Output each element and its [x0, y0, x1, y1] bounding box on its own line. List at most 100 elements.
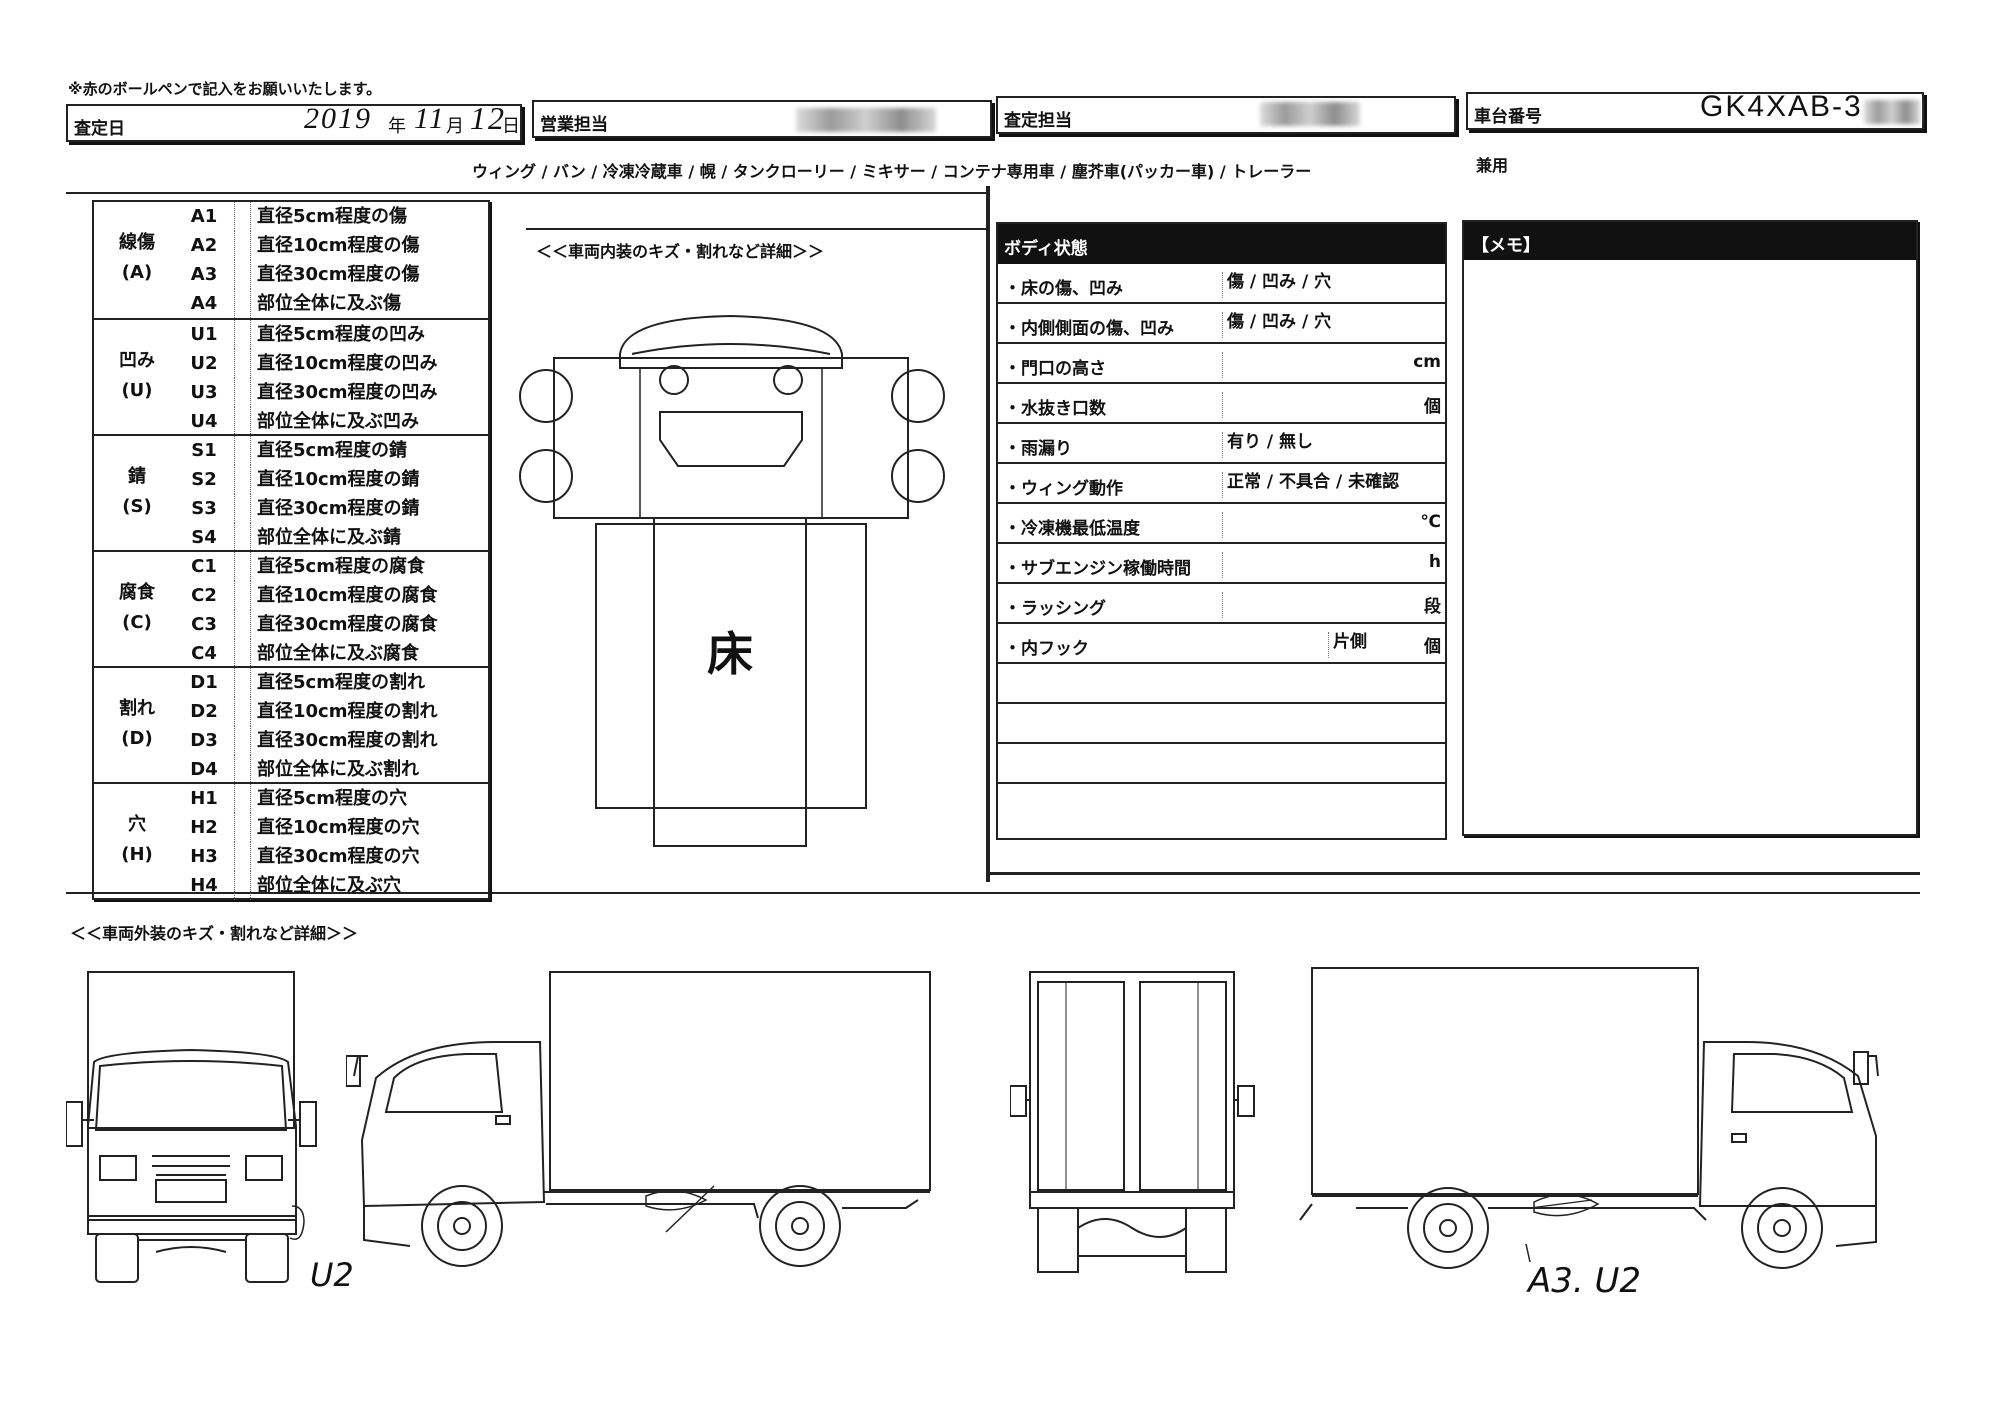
code-desc: 部位全体に及ぶ錆 — [250, 523, 507, 552]
category-name: 錆 — [128, 466, 146, 487]
code-desc: 直径10cm程度の割れ — [250, 697, 507, 726]
code-desc: 直径10cm程度の錆 — [250, 465, 507, 494]
code: S4 — [174, 523, 235, 552]
code-desc: 直径10cm程度の傷 — [250, 231, 507, 260]
status-options[interactable]: 片側 — [1328, 632, 1367, 658]
code-desc: 直径5cm程度の穴 — [250, 784, 507, 813]
category-letter: (S) — [122, 496, 152, 517]
code: H2 — [174, 813, 235, 842]
category-letter: (U) — [121, 380, 153, 401]
redacted-sales-name — [796, 108, 936, 132]
category-letter: (D) — [121, 728, 153, 749]
code: D4 — [174, 755, 235, 784]
blank-row[interactable] — [998, 664, 1445, 704]
assess-day[interactable]: 12 — [470, 100, 506, 136]
code: U3 — [174, 378, 235, 407]
status-options[interactable]: 正常 / 不具合 / 未確認 — [1222, 472, 1399, 498]
status-options[interactable] — [1222, 512, 1227, 538]
blank-row[interactable] — [998, 784, 1445, 822]
code-desc: 直径5cm程度の腐食 — [250, 552, 507, 581]
status-label: ・内フック — [1004, 639, 1089, 659]
code: A2 — [174, 231, 235, 260]
status-label: ・サブエンジン稼働時間 — [1004, 559, 1191, 579]
main-right-border — [986, 186, 990, 882]
code: C4 — [174, 639, 235, 668]
category-name: 割れ — [119, 698, 155, 719]
status-row[interactable]: ・内側側面の傷、凹み傷 / 凹み / 穴 — [998, 304, 1445, 344]
interior-title-line — [526, 228, 986, 230]
section-divider — [66, 892, 1920, 894]
status-unit: cm — [1413, 352, 1441, 372]
code: D1 — [174, 668, 235, 697]
memo-header: 【メモ】 — [1464, 222, 1916, 260]
exterior-title: ＜＜車両外装のキズ・割れなど詳細＞＞ — [70, 924, 359, 943]
status-options[interactable] — [1222, 592, 1227, 618]
code-desc: 直径10cm程度の腐食 — [250, 581, 507, 610]
instruction-note: ※赤のボールペンで記入をお願いいたします。 — [68, 80, 382, 98]
redacted-assessor-name — [1260, 102, 1360, 126]
status-row[interactable]: ・サブエンジン稼働時間 h — [998, 544, 1445, 584]
body-type-list: ウィング / バン / 冷凍冷蔵車 / 幌 / タンクローリー / ミキサー /… — [472, 162, 1312, 181]
category-letter: (C) — [122, 612, 152, 633]
assessor-box: 査定担当 — [996, 96, 1456, 134]
code-desc: 直径5cm程度の傷 — [250, 202, 507, 231]
code-desc: 直径30cm程度の腐食 — [250, 610, 507, 639]
code-desc: 直径10cm程度の穴 — [250, 813, 507, 842]
month-unit: 月 — [446, 116, 464, 137]
truck-right-side-view[interactable]: A3. U2 — [1296, 960, 1916, 1300]
status-options[interactable]: 傷 / 凹み / 穴 — [1222, 312, 1331, 338]
blank-row[interactable] — [998, 744, 1445, 784]
status-unit: ℃ — [1420, 512, 1441, 532]
status-unit: h — [1428, 552, 1441, 572]
code: S1 — [174, 436, 235, 465]
side-damage-note: A3. U2 — [1526, 1261, 1641, 1300]
code: A4 — [174, 289, 235, 318]
assess-month[interactable]: 11 — [414, 102, 446, 135]
status-options[interactable]: 有り / 無し — [1222, 432, 1313, 458]
memo-panel[interactable]: 【メモ】 — [1462, 220, 1918, 836]
status-options[interactable] — [1222, 392, 1227, 418]
code-desc: 部位全体に及ぶ凹み — [250, 407, 507, 436]
code-desc: 直径5cm程度の割れ — [250, 668, 507, 697]
day-unit: 日 — [502, 116, 520, 137]
front-damage-note: U2 — [310, 1256, 354, 1294]
status-options[interactable] — [1222, 552, 1227, 578]
vehicle-number-value[interactable]: GK4XAB-3 — [1700, 90, 1863, 123]
status-label: ・雨漏り — [1004, 439, 1072, 459]
code: S2 — [174, 465, 235, 494]
status-row[interactable]: ・冷凍機最低温度℃ — [998, 504, 1445, 544]
memo-title: 【メモ】 — [1472, 236, 1540, 256]
status-options[interactable] — [1222, 352, 1227, 378]
code-desc: 直径30cm程度の割れ — [250, 726, 507, 755]
truck-left-side-view[interactable] — [346, 960, 946, 1290]
blank-row[interactable] — [998, 704, 1445, 744]
category-name: 腐食 — [119, 582, 155, 603]
code-desc: 直径10cm程度の凹み — [250, 349, 507, 378]
code-desc: 部位全体に及ぶ腐食 — [250, 639, 507, 668]
code-desc: 直径30cm程度の錆 — [250, 494, 507, 523]
assess-year[interactable]: 2019 — [304, 102, 372, 135]
status-row[interactable]: ・水抜き口数個 — [998, 384, 1445, 424]
body-type-extra: 兼用 — [1476, 156, 1509, 175]
truck-rear-view[interactable] — [1010, 960, 1260, 1290]
vehicle-number-label: 車台番号 — [1474, 107, 1542, 127]
interior-title: ＜＜車両内装のキズ・割れなど詳細＞＞ — [536, 242, 825, 261]
status-options[interactable]: 傷 / 凹み / 穴 — [1222, 272, 1331, 298]
code-desc: 直径5cm程度の錆 — [250, 436, 507, 465]
truck-front-view[interactable]: U2 — [66, 960, 366, 1300]
status-row[interactable]: ・雨漏り 有り / 無し — [998, 424, 1445, 464]
code: A1 — [174, 202, 235, 231]
status-row[interactable]: ・ラッシング段 — [998, 584, 1445, 624]
assess-date-box: 査定日 2019 年 11 月 12 日 — [66, 100, 522, 142]
status-row[interactable]: ・床の傷、凹み傷 / 凹み / 穴 — [998, 264, 1445, 304]
status-row[interactable]: ・内フック片側個 — [998, 624, 1445, 664]
floor-diagram[interactable]: 床 — [500, 300, 970, 860]
status-row[interactable]: ・ウィング動作正常 / 不具合 / 未確認 — [998, 464, 1445, 504]
category-name: 穴 — [128, 814, 146, 835]
